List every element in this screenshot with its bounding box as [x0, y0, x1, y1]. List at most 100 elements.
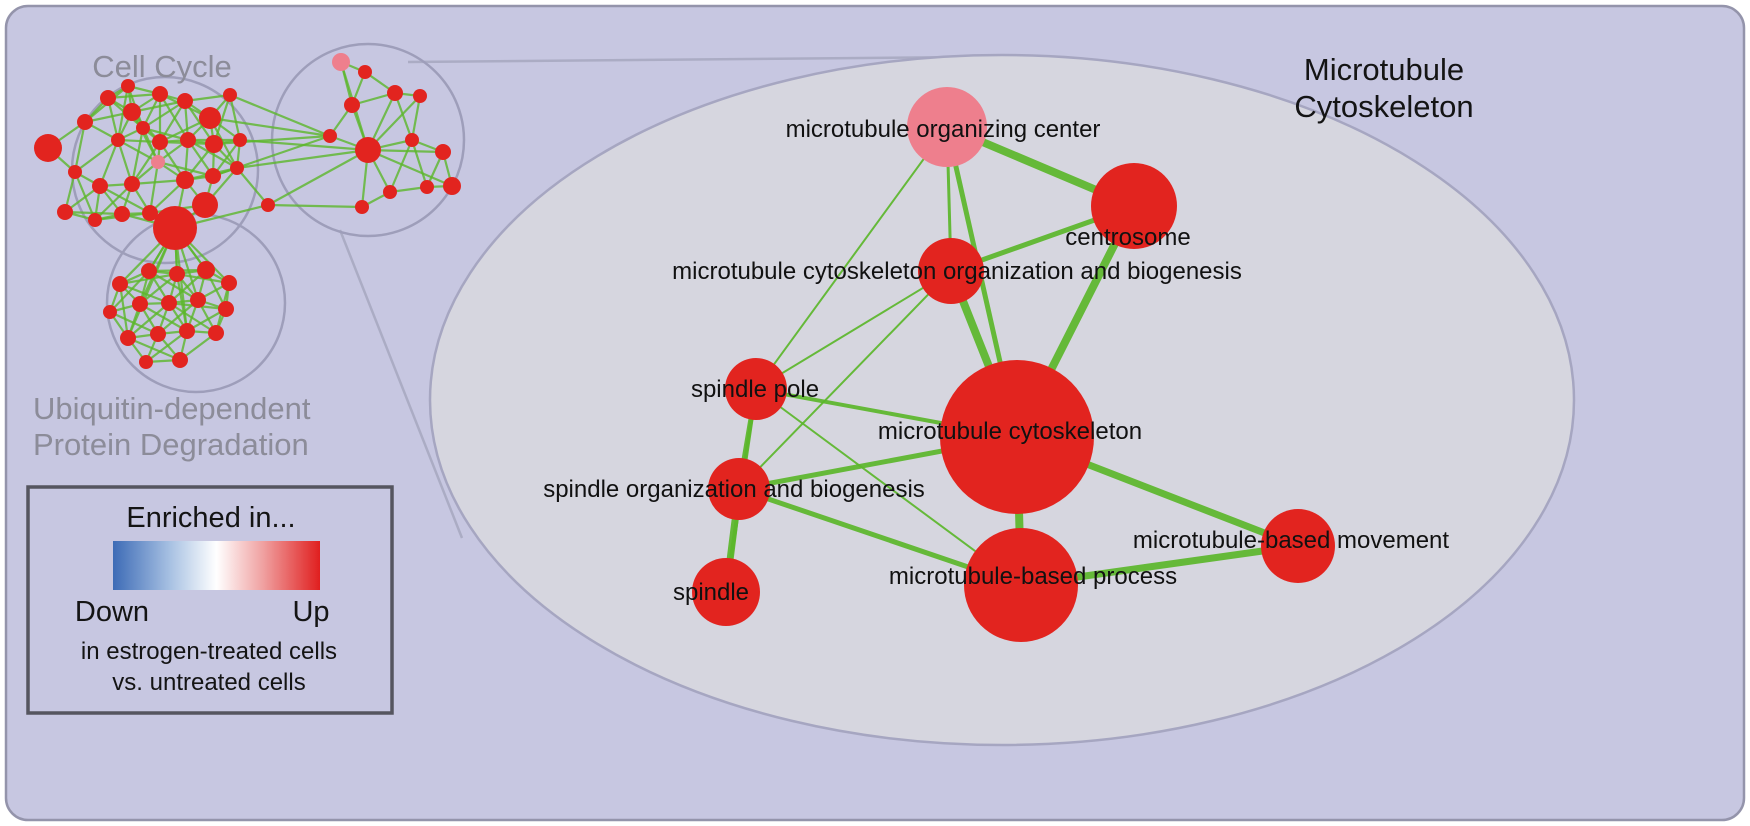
magnification-lines: [338, 55, 976, 539]
node-label-spindle: spindle: [673, 579, 749, 606]
overview-edge: [393, 92, 414, 141]
node-spindle: [692, 558, 760, 626]
node-label-spindle_pole: spindle pole: [691, 376, 819, 403]
overview-node: [88, 213, 102, 227]
node-moc: [907, 87, 987, 167]
overview-node: [192, 192, 218, 218]
overview-edge: [157, 299, 199, 335]
overview-node: [114, 206, 130, 222]
overview-edge: [142, 100, 186, 129]
overview-edge: [236, 167, 269, 206]
overview-node: [405, 133, 419, 147]
overview-node: [435, 144, 451, 160]
overview-node: [230, 161, 244, 175]
overview-edge: [130, 127, 145, 185]
overview-node: [103, 305, 117, 319]
edge-mcob-sob: [738, 270, 952, 490]
overview-node: [323, 129, 337, 143]
overview-node: [152, 86, 168, 102]
overview-edge: [267, 203, 363, 209]
overview-node: [57, 204, 73, 220]
overview-node: [383, 185, 397, 199]
overview-edge: [99, 185, 151, 214]
overview-node: [197, 261, 215, 279]
overview-edge: [367, 148, 453, 188]
overview-node: [151, 155, 165, 169]
overview-edge: [148, 161, 160, 214]
overview-edge: [410, 95, 422, 141]
overview-edge: [107, 92, 161, 100]
overview-node: [218, 301, 234, 317]
overview-node: [141, 263, 157, 279]
overview-node: [177, 93, 193, 109]
overview-node: [233, 133, 247, 147]
overview-edge: [127, 302, 170, 339]
node-label-centrosome: centrosome: [1065, 224, 1190, 251]
overview-node: [132, 296, 148, 312]
overview-node: [153, 206, 197, 250]
overview-edge: [229, 93, 331, 138]
detail-network-nodes: [692, 87, 1335, 642]
edge-moc-spindle_pole: [755, 126, 948, 390]
overview-node: [387, 85, 403, 101]
overview-node: [77, 114, 93, 130]
legend-down-label: Down: [75, 596, 149, 628]
overview-node: [199, 107, 221, 129]
detail-node-labels: microtubule organizing centercentrosomem…: [543, 116, 1449, 606]
overview-edge: [187, 139, 238, 169]
overview-node: [112, 276, 128, 292]
overview-node: [443, 177, 461, 195]
overview-edge: [228, 94, 242, 141]
overview-node: [190, 292, 206, 308]
overview-node: [139, 355, 153, 369]
overview-node: [111, 133, 125, 147]
overview-edge: [410, 139, 429, 188]
legend-title: Enriched in...: [126, 502, 295, 534]
region-title-line2: Cytoskeleton: [1294, 89, 1473, 124]
legend-caption-line2: vs. untreated cells: [112, 669, 305, 696]
node-label-mbp: microtubule-based process: [889, 563, 1177, 590]
node-label-sob: spindle organization and biogenesis: [543, 476, 925, 503]
overview-edge: [119, 272, 178, 286]
overview-node: [208, 325, 224, 341]
overview-edge: [127, 336, 181, 362]
overview-edge: [145, 330, 188, 363]
overview-edge: [157, 160, 214, 178]
overview-edge: [74, 139, 119, 173]
node-label-mbm: microtubule-based movement: [1133, 527, 1449, 554]
overview-edge: [159, 100, 186, 143]
overview-node: [124, 176, 140, 192]
overview-network-nodes: [34, 53, 461, 369]
overview-edge: [131, 141, 161, 185]
overview-edge: [213, 134, 331, 146]
overview-node: [420, 180, 434, 194]
overview-node: [205, 168, 221, 184]
overview-edge: [109, 270, 150, 313]
overview-edge: [118, 283, 130, 339]
node-mc: [940, 360, 1094, 514]
overview-edge: [73, 121, 87, 173]
overview-edge: [98, 139, 120, 187]
overview-node: [142, 205, 158, 221]
overview-edge: [267, 149, 369, 206]
overview-edge: [116, 85, 130, 141]
cluster-label-ubiquitin-line1: Ubiquitin-dependent: [33, 391, 311, 426]
overview-edge: [388, 139, 414, 193]
cluster-label-cell-cycle: Cell Cycle: [92, 49, 232, 84]
overview-node: [179, 323, 195, 339]
overview-node: [161, 295, 177, 311]
overview-node: [413, 89, 427, 103]
overview-node: [150, 326, 166, 342]
node-mbp: [964, 528, 1078, 642]
overview-node: [136, 121, 150, 135]
region-title-line1: Microtubule: [1304, 52, 1464, 87]
node-sob: [708, 458, 770, 520]
overview-edge: [209, 116, 331, 138]
overview-node: [100, 90, 116, 106]
overview-node: [172, 352, 188, 368]
overview-node: [169, 266, 185, 282]
node-spindle_pole: [725, 358, 787, 420]
magnification-line: [407, 55, 976, 64]
overview-node: [34, 134, 62, 162]
